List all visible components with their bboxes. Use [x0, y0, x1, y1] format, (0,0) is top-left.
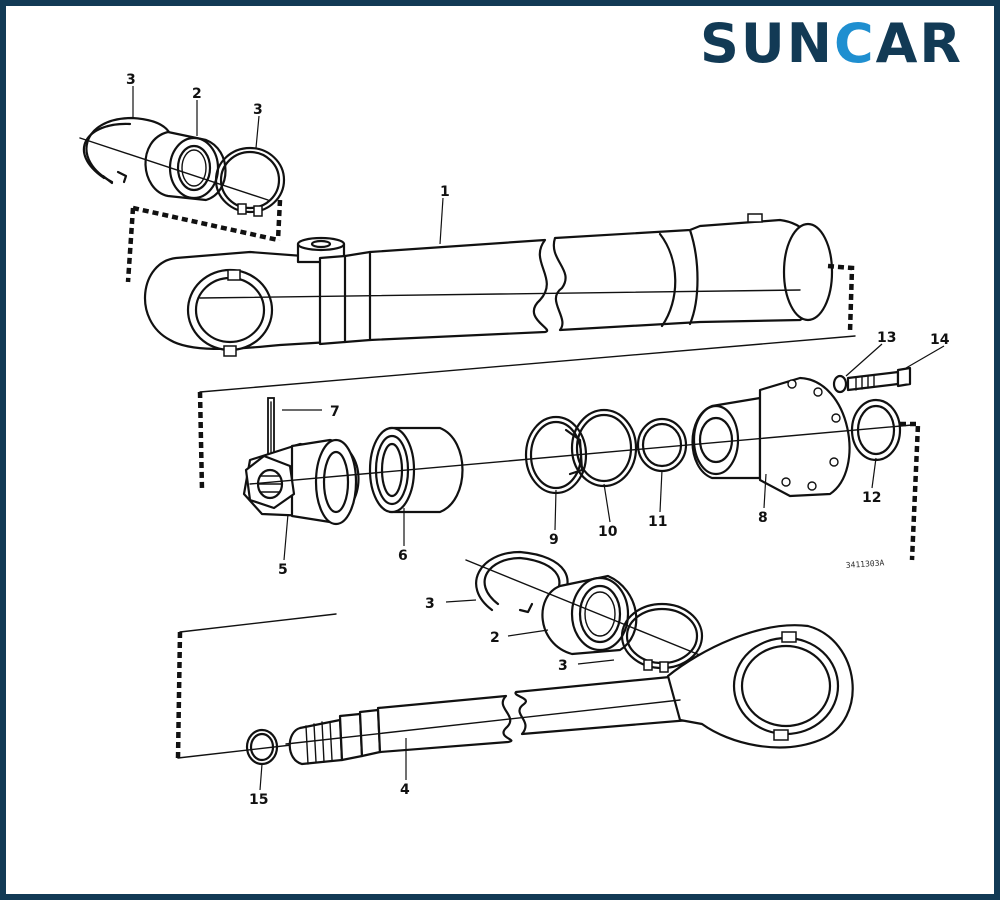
dashed-link-piston-right	[900, 421, 921, 561]
label-part-14: 14	[930, 332, 950, 348]
part-6-piston	[368, 426, 464, 514]
part-13-washer	[832, 374, 848, 394]
label-part-2-top: 2	[192, 86, 202, 102]
label-part-11: 11	[648, 514, 667, 530]
part-11-ring	[636, 417, 688, 473]
lower-bushing-assembly	[465, 550, 841, 713]
label-part-5: 5	[278, 562, 288, 578]
label-part-9: 9	[549, 532, 559, 548]
link-line-rod-bottom	[177, 743, 301, 759]
label-part-3-top-right: 3	[253, 102, 263, 118]
dashed-link-top-left	[125, 207, 136, 283]
part-labels: 3 2 3 1 7 5 6 9 10 11 8 12 13 14 3 2 3 4…	[126, 72, 950, 808]
link-line-tube-to-piston	[199, 335, 856, 393]
part-7-pin	[267, 397, 275, 461]
dashed-link-rod-left	[175, 631, 183, 759]
leader-lines	[132, 86, 945, 791]
label-part-1: 1	[440, 184, 450, 200]
part-8-cylinder-head	[691, 376, 851, 498]
link-line-rod-top	[179, 613, 337, 633]
logo-text-part1: SUN	[700, 12, 834, 75]
dashed-link-top-right	[275, 199, 283, 241]
part-14-bolt	[846, 366, 912, 392]
top-bushing-assembly	[79, 116, 286, 217]
logo-text-accent: C	[833, 12, 876, 75]
label-part-3-top-left: 3	[126, 72, 136, 88]
dashed-link-piston-left	[197, 391, 205, 491]
drawing-reference: 3411303A	[846, 558, 885, 570]
label-part-12: 12	[862, 490, 881, 506]
label-part-3-mid-lower: 3	[558, 658, 568, 674]
dashed-link-top-mid	[132, 205, 279, 243]
label-part-8: 8	[758, 510, 768, 526]
logo-text-part2: AR	[875, 12, 963, 75]
cylinder-tube	[144, 213, 834, 357]
label-part-6: 6	[398, 548, 408, 564]
label-part-15: 15	[249, 792, 268, 808]
part-4-piston-rod	[285, 624, 854, 766]
part-5-piston-nut	[242, 438, 360, 526]
label-part-13: 13	[877, 330, 896, 346]
label-part-2-mid: 2	[490, 630, 500, 646]
dashed-link-tube-right	[827, 263, 855, 333]
part-15-ring	[245, 728, 279, 766]
label-part-4: 4	[400, 782, 410, 798]
label-part-10: 10	[598, 524, 618, 540]
label-part-7: 7	[330, 404, 340, 420]
label-part-3-mid-upper: 3	[425, 596, 435, 612]
